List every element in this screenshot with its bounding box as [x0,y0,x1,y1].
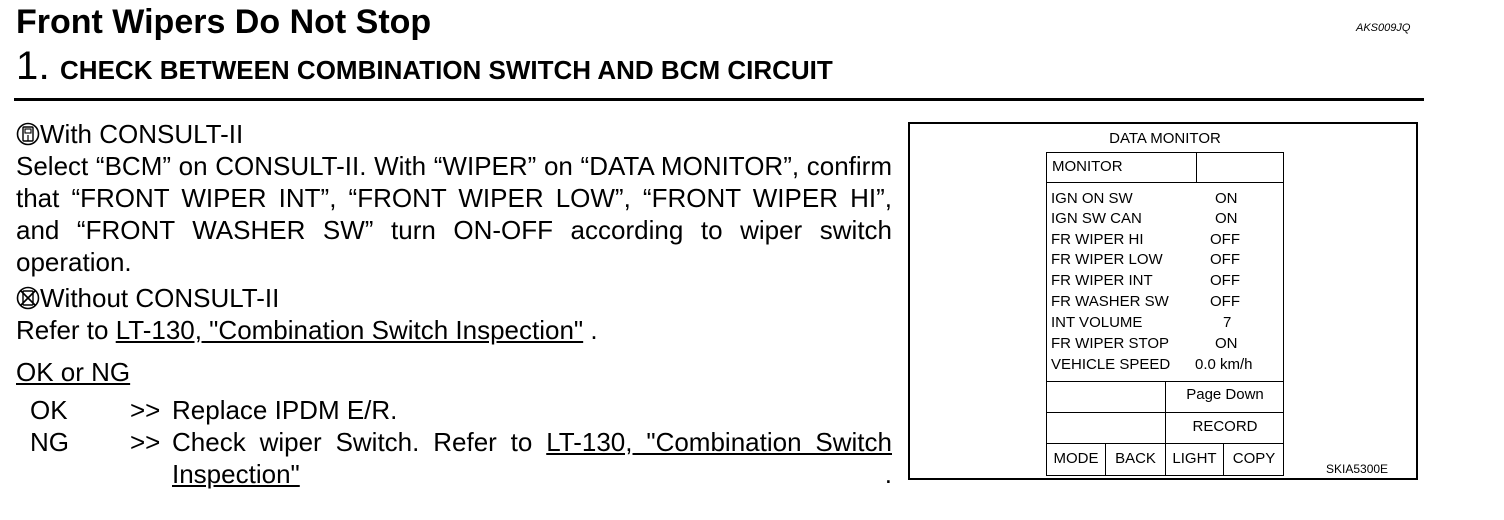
monitor-row-bottom [1046,182,1284,183]
with-consult-line: With CONSULT-II [16,118,243,150]
signal-value: OFF [1210,231,1240,248]
signal-name: FR WIPER INT [1051,272,1153,289]
record-button[interactable]: RECORD [1192,418,1258,435]
header-divider [14,98,1424,101]
signal-value: 7 [1223,314,1232,331]
page-down-divider [1165,381,1166,412]
signal-name: FR WIPER LOW [1051,251,1163,268]
result-ng-suffix: . [299,459,892,489]
without-consult-line: Without CONSULT-II [16,282,279,314]
page-title: Front Wipers Do Not Stop [16,3,432,41]
page-down-button[interactable]: Page Down [1186,386,1264,403]
signal-name: FR WASHER SW [1051,293,1169,310]
button-divider [1165,443,1166,476]
signal-value: ON [1215,335,1238,352]
combination-switch-inspection-link[interactable]: LT-130, "Combination Switch Inspection" [115,315,584,345]
copy-button[interactable]: COPY [1232,450,1276,467]
mode-button[interactable]: MODE [1053,450,1099,467]
result-ok-text: Replace IPDM E/R. [172,395,398,425]
signal-name: FR WIPER HI [1051,231,1144,248]
step-number: 1 [16,44,39,88]
signal-value: ON [1215,210,1238,227]
button-divider [1223,443,1224,476]
signal-name: IGN ON SW [1051,190,1133,207]
signal-value: OFF [1210,251,1240,268]
result-ng-label: NG [30,427,69,457]
step-heading: 1. CHECK BETWEEN COMBINATION SWITCH AND B… [16,42,833,99]
data-monitor-figure [908,122,1418,480]
light-button[interactable]: LIGHT [1172,450,1217,467]
monitor-label: MONITOR [1052,158,1123,175]
without-consult-label: Without CONSULT-II [40,283,280,313]
signal-value: ON [1215,190,1238,207]
refer-line: Refer to LT-130, "Combination Switch Ins… [16,314,598,346]
figure-id: SKIA5300E [1326,462,1389,476]
with-consult-label: With CONSULT-II [40,119,244,149]
data-monitor-heading: DATA MONITOR [1109,130,1221,147]
refer-suffix: . [583,315,598,345]
step-dot: . [40,54,49,85]
no-consult-tool-icon [16,285,40,310]
document-code: AKS009JQ [1356,22,1411,34]
result-ng-text: Check wiper Switch. Refer to LT-130, "Co… [172,426,892,490]
instruction-paragraph: Select “BCM” on CONSULT-II. With “WIPER”… [16,151,892,277]
button-divider [1105,443,1106,476]
monitor-row-divider [1196,152,1197,182]
result-ok-arrow: >> [130,395,161,425]
signal-value: OFF [1210,293,1240,310]
result-ng-arrow: >> [130,427,161,457]
ok-or-ng-heading: OK or NG [16,357,131,387]
signal-name: IGN SW CAN [1051,210,1142,227]
signal-name: VEHICLE SPEED [1051,356,1171,373]
signal-value: OFF [1210,272,1240,289]
signal-value: 0.0 km/h [1195,356,1253,373]
step-title: CHECK BETWEEN COMBINATION SWITCH AND BCM… [60,55,833,85]
signal-name: FR WIPER STOP [1051,335,1170,352]
result-ng-prefix: Check wiper Switch. Refer to [172,427,547,457]
result-ok-label: OK [30,395,68,425]
signal-name: INT VOLUME [1051,314,1143,331]
record-divider [1165,412,1166,443]
refer-prefix: Refer to [16,315,116,345]
back-button[interactable]: BACK [1115,450,1156,467]
result-ng-link[interactable]: LT-130, "Combination Switch Inspection" [172,427,892,489]
consult-tool-icon [16,121,40,146]
